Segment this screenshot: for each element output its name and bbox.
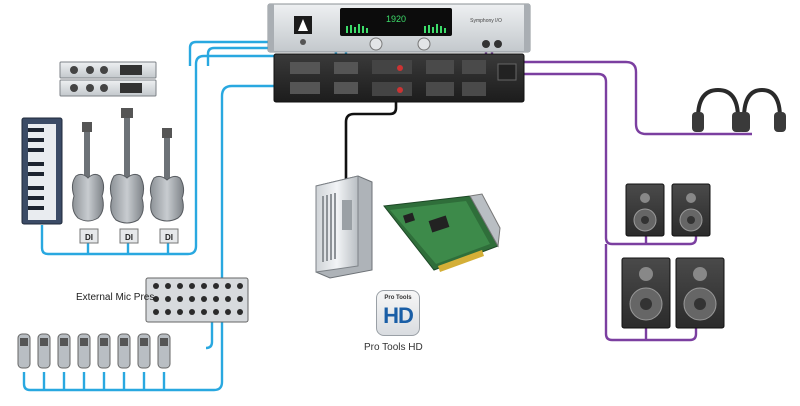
di-box-label: DI bbox=[125, 233, 133, 242]
speaker-icon[interactable] bbox=[625, 183, 665, 237]
apogee-logo-icon bbox=[294, 16, 312, 34]
bass-guitar-icon[interactable] bbox=[109, 108, 145, 224]
external-mic-pres-label: External Mic Pres bbox=[76, 292, 155, 303]
badge-main-label: HD bbox=[383, 303, 414, 328]
digital-cable bbox=[344, 100, 398, 182]
level-meters bbox=[346, 24, 446, 33]
speaker-icon[interactable] bbox=[675, 257, 725, 329]
interface-display-value: 1920 bbox=[386, 14, 406, 24]
pro-tools-hd-badge-icon: Pro Tools HD bbox=[376, 290, 420, 336]
mic-preamp-icon[interactable] bbox=[145, 277, 249, 323]
rack-preamp[interactable] bbox=[59, 61, 157, 97]
guitar-icon[interactable] bbox=[71, 122, 105, 222]
microphone-icon[interactable] bbox=[137, 333, 151, 369]
microphone-icon[interactable] bbox=[17, 333, 31, 369]
di-box-icon[interactable]: DI bbox=[119, 228, 139, 244]
select-knob-icon[interactable] bbox=[417, 37, 431, 51]
microphone-icon[interactable] bbox=[77, 333, 91, 369]
guitar-icon[interactable] bbox=[149, 128, 185, 222]
di-box-label: DI bbox=[85, 233, 93, 242]
headphones-icon[interactable] bbox=[692, 87, 744, 132]
badge-top-label: Pro Tools bbox=[384, 295, 412, 301]
pro-tools-hd-caption: Pro Tools HD bbox=[364, 342, 423, 353]
speaker-icon[interactable] bbox=[671, 183, 711, 237]
di-box-icon[interactable]: DI bbox=[79, 228, 99, 244]
microphone-icon[interactable] bbox=[97, 333, 111, 369]
speaker-icon[interactable] bbox=[621, 257, 671, 329]
pcie-card-icon[interactable] bbox=[383, 193, 501, 272]
di-box-label: DI bbox=[165, 233, 173, 242]
headphone-jack-icon[interactable] bbox=[494, 40, 502, 48]
microphone-icon[interactable] bbox=[37, 333, 51, 369]
audio-interface[interactable]: 1920 Symphony I/O bbox=[267, 3, 531, 53]
microphones bbox=[17, 333, 171, 369]
monitor-cables bbox=[484, 50, 752, 342]
interface-brand-label: Symphony I/O bbox=[470, 18, 502, 24]
computer-tower-icon[interactable] bbox=[315, 175, 373, 279]
headphone-jack-icon[interactable] bbox=[482, 40, 490, 48]
keyboard-icon[interactable] bbox=[21, 117, 63, 225]
microphone-icon[interactable] bbox=[157, 333, 171, 369]
microphone-icon[interactable] bbox=[57, 333, 71, 369]
audio-interface-rear-panel bbox=[273, 53, 525, 103]
di-box-icon[interactable]: DI bbox=[159, 228, 179, 244]
headphones-icon[interactable] bbox=[738, 87, 786, 132]
microphone-icon[interactable] bbox=[117, 333, 131, 369]
analog-cables bbox=[22, 40, 348, 392]
power-button-icon[interactable] bbox=[300, 39, 306, 45]
volume-knob-icon[interactable] bbox=[369, 37, 383, 51]
